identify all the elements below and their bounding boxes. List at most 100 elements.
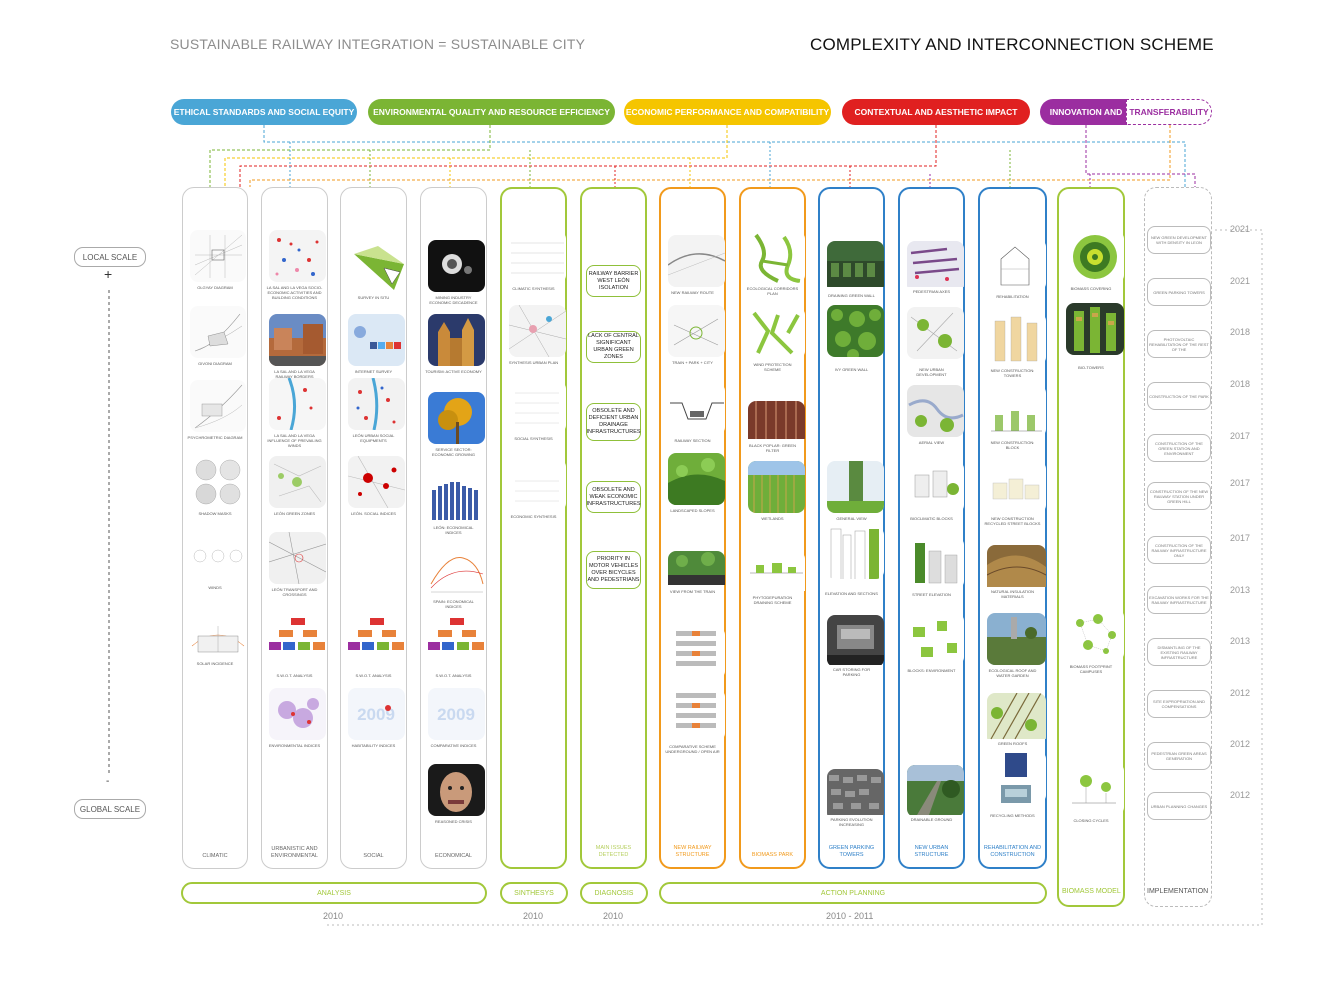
global-scale-label: GLOBAL SCALE	[74, 799, 146, 819]
impl-item: URBAN PLANNING CHANGES	[1147, 792, 1211, 820]
urban-item: PEDESTRIAN AXES	[912, 289, 951, 294]
column-economical: MINING INDUSTRY ECONOMIC DECADENCE TOURI…	[420, 187, 487, 869]
column-label: BIOMASS PARK	[751, 852, 794, 858]
issue-economic: OBSOLETE AND WEAK ECONOMIC INFRASTRUCTUR…	[586, 481, 641, 513]
biomass-model-item: BIO-TOWERS	[1078, 365, 1104, 370]
rehab-item: NEW CONSTRUCTION: TOWERS	[990, 368, 1035, 378]
railway-item: LANDSCAPED SLOPES	[670, 508, 715, 513]
urban-item: AERIAL VIEW	[918, 440, 945, 445]
column-new-railway: NEW RAILWAY ROUTE TRAIN + PARK + CITY RA…	[659, 187, 726, 869]
column-label: CLIMATIC	[202, 853, 228, 859]
impl-year: 2021	[1230, 276, 1251, 286]
impl-year: 2017	[1230, 431, 1251, 441]
biomass-model-item: CLOSING CYCLES	[1073, 818, 1109, 823]
railway-item: VIEW FROM THE TRAIN	[669, 589, 716, 594]
impl-year: 2021	[1230, 224, 1251, 234]
impl-item: CONSTRUCTION OF THE RAILWAY INFRASTRUCTU…	[1147, 536, 1211, 564]
impl-item: CONSTRUCTION OF THE PARK	[1147, 382, 1211, 410]
impl-item: SITE EXPROPRIATION AND COMPENSATIONS	[1147, 690, 1211, 718]
urbanistic-item: LEÓN TRANSPORT AND CROSSINGS	[271, 587, 318, 597]
minus-sign: -	[106, 776, 110, 787]
impl-year: 2012	[1230, 739, 1251, 749]
urbanistic-item: ENVIRONMENTAL INDICES	[268, 743, 321, 748]
railway-item: RAILWAY SECTION	[674, 438, 711, 443]
climatic-item: GIVONI DIAGRAM	[198, 361, 232, 366]
urban-item: STREET ELEVATION	[912, 592, 951, 597]
impl-year: 2017	[1230, 478, 1251, 488]
rehab-item: RECYCLING METHODS	[990, 813, 1035, 818]
criterion-transferability: TRANSFERABILITY	[1126, 99, 1212, 125]
urban-item: NEW URBAN DEVELOPMENT	[916, 367, 947, 377]
social-item: LEÓN. SOCIAL INDICES	[351, 511, 396, 516]
local-scale-label: LOCAL SCALE	[74, 247, 146, 267]
economical-item: TOURISM: ACTIVE ECONOMY	[425, 369, 482, 374]
criterion-contextual: CONTEXTUAL AND AESTHETIC IMPACT	[842, 99, 1030, 125]
year-action: 2010 - 2011	[826, 911, 874, 921]
column-urbanistic: LA SAL AND LA VEGA SOCIO-ECONOMIC ACTIVI…	[261, 187, 328, 869]
rehab-item: GREEN ROOFS	[997, 741, 1028, 746]
sinthesys-item: ECONOMIC SYNTHESIS	[510, 514, 557, 519]
column-label: NEW RAILWAY STRUCTURE	[673, 845, 712, 858]
urbanistic-item: LA SAL AND LA VEGA SOCIO-ECONOMIC ACTIVI…	[266, 285, 323, 300]
column-diagnosis: RAILWAY BARRIER WEST LEÓN ISOLATION LACK…	[580, 187, 647, 869]
biomass-model-item: BIOMASS COVERING	[1070, 286, 1112, 291]
railway-item: COMPARATIVE SCHEME UNDERGROUND / OPEN AI…	[665, 744, 720, 754]
urbanistic-item: S.W.O.T. ANALYSIS	[276, 673, 313, 678]
impl-item: PHOTOVOLTAIC REHABILITATION OF THE REST …	[1147, 330, 1211, 358]
impl-item: GREEN PARKING TOWERS	[1147, 278, 1211, 306]
criterion-ethical: ETHICAL STANDARDS AND SOCIAL EQUITY	[171, 99, 357, 125]
column-label: MAIN ISSUES DETECTED	[595, 845, 632, 858]
column-sinthesys: CLIMATIC SYNTHESIS SYNTHESIS URBAN PLAN …	[500, 187, 567, 869]
issue-motor-vehicles: PRIORITY IN MOTOR VEHICLES OVER BICYCLES…	[586, 551, 641, 589]
parking-item: CAR STORING FOR PARKING	[832, 667, 871, 677]
impl-year: 2012	[1230, 688, 1251, 698]
climatic-item: SOLAR INCIDENCE	[196, 661, 234, 666]
year-analysis: 2010	[323, 911, 344, 921]
parking-item: IVY GREEN WALL	[834, 367, 869, 372]
sinthesys-item: SYNTHESIS URBAN PLAN	[508, 360, 559, 365]
economical-item: REASONED CRISIS	[435, 819, 472, 824]
subtitle: SUSTAINABLE RAILWAY INTEGRATION = SUSTAI…	[170, 36, 586, 52]
social-item: HABITABILITY INDICES	[351, 743, 396, 748]
rehab-item: NATURAL INSULATION MATERIALS	[990, 589, 1035, 599]
column-biomass-park: ECOLOGICAL CORRIDORS PLAN WIND PROTECTIO…	[739, 187, 806, 869]
urban-item: BIOCLIMATIC BLOCKS	[910, 516, 953, 521]
rehab-item: NEW CONSTRUCTION RECYCLED STREET BLOCKS	[984, 516, 1041, 526]
impl-item: CONSTRUCTION OF THE NEW RAILWAY STATION …	[1147, 482, 1211, 510]
column-label: URBANISTIC AND ENVIRONMENTAL	[271, 846, 318, 859]
sinthesys-item: CLIMATIC SYNTHESIS	[512, 286, 555, 291]
phase-implementation: IMPLEMENTATION	[1147, 888, 1209, 895]
column-climatic: OLGYAY DIAGRAM GIVONI DIAGRAM PSYCHROMET…	[182, 187, 248, 869]
column-label: NEW URBAN STRUCTURE	[914, 845, 949, 858]
biomass-park-item: PHYTODEPURATION DRAINING SCHEME	[752, 595, 793, 605]
phase-analysis: ANALYSIS	[181, 882, 487, 904]
year-sinthesys: 2010	[523, 911, 544, 921]
urban-item: DRAINABLE GROUND	[910, 817, 953, 822]
climatic-item: WINDS	[208, 585, 222, 590]
column-green-parking: DRAINING GREEN WALL IVY GREEN WALL GENER…	[818, 187, 885, 869]
biomass-park-item: WETLANDS	[761, 516, 784, 521]
sinthesys-item: SOCIAL SYNTHESIS	[514, 436, 553, 441]
column-implementation	[1144, 187, 1212, 907]
plus-sign: +	[104, 266, 113, 282]
impl-year: 2013	[1230, 585, 1251, 595]
social-item: INTERNET SURVEY	[354, 369, 393, 374]
impl-item: NEW GREEN DEVELOPMENT WITH DENSITY IN LE…	[1147, 226, 1211, 254]
economical-item: SPAIN: ECONOMICAL INDICES	[433, 599, 474, 609]
parking-item: GENERAL VIEW	[836, 516, 867, 521]
biomass-park-item: BLACK POPLAR: GREEN FILTER	[749, 443, 796, 453]
column-label: ECONOMICAL	[435, 853, 472, 859]
urbanistic-item: LA SAL AND LA VEGA INFLUENCE OF PREVAILI…	[267, 433, 322, 448]
impl-item: EXCAVATION WORKS FOR THE RAILWAY INFRAST…	[1147, 586, 1211, 614]
biomass-model-item: BIOMASS FOOTPRINT CAMPUSES	[1069, 664, 1113, 674]
impl-year: 2013	[1230, 636, 1251, 646]
impl-item: CONSTRUCTION OF THE GREEN STATION AND EN…	[1147, 434, 1211, 462]
economical-item: SERVICE SECTOR: ECONOMIC GROWING	[431, 447, 476, 457]
issue-green-zones: LACK OF CENTRAL SIGNIFICANT URBAN GREEN …	[586, 331, 641, 363]
social-item: LEÓN URBAN SOCIAL EQUIPMENTS	[352, 433, 395, 443]
rehab-item: NEW CONSTRUCTION: BLOCK	[990, 440, 1035, 450]
year-diagnosis: 2010	[603, 911, 624, 921]
parking-item: ELEVATION AND SECTIONS	[825, 591, 878, 596]
economical-item: MINING INDUSTRY ECONOMIC DECADENCE	[429, 295, 478, 305]
